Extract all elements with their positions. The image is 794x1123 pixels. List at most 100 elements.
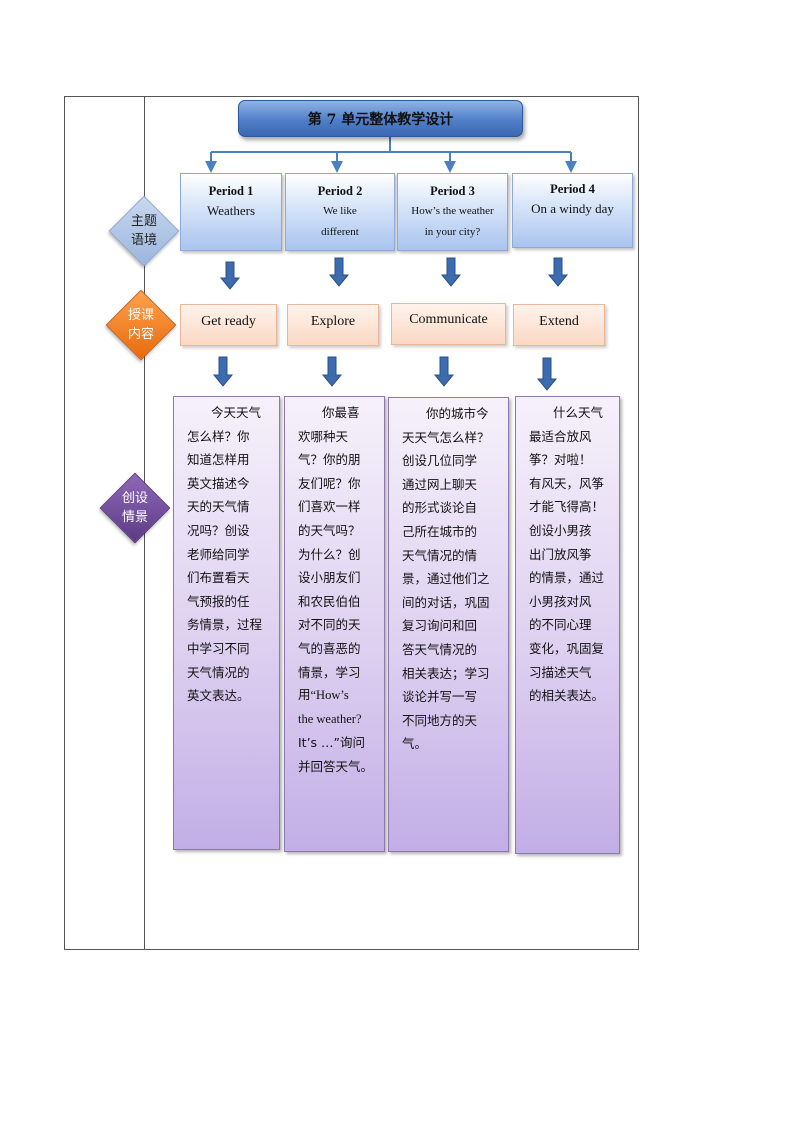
row-label-line: 主题 <box>130 214 157 229</box>
scenario-line: 设小朋友们 <box>298 570 361 586</box>
down-arrow-4b <box>536 357 558 391</box>
scenario-line: 友们呢？你 <box>298 475 361 491</box>
period-name: Period 2 <box>317 184 363 198</box>
scenario-line: 最适合放风 <box>529 428 592 444</box>
content-box-4: Extend <box>513 304 605 346</box>
scenario-line: 们喜欢一样 <box>298 499 361 515</box>
scenario-box-1: 今天天气 怎么样？你 知道怎样用 英文描述今 天的天气情 况吗？创设 老师给同学… <box>173 396 280 850</box>
scenario-line: 们布置看天 <box>187 570 250 586</box>
scenario-line: the weather? <box>298 711 362 726</box>
row-label-line: 创设 <box>121 491 148 506</box>
scenario-box-2: 你最喜 欢哪种天 气？你的朋 友们呢？你 们喜欢一样 的天气吗？ 为什么？创 设… <box>284 396 385 852</box>
period-box-1: Period 1 Weathers <box>180 173 282 251</box>
scenario-line: 今天天气 <box>211 405 262 420</box>
scenario-line: 欢哪种天 <box>298 428 349 444</box>
scenario-line: 并回答天气。 <box>298 758 374 774</box>
period-theme: On a windy day <box>531 201 614 216</box>
period-name: Period 1 <box>208 184 254 198</box>
period-theme: different <box>321 226 359 238</box>
scenario-line: 情景，学习 <box>298 664 361 680</box>
scenario-line: 对不同的天 <box>298 617 361 633</box>
down-arrow-3b <box>433 356 455 387</box>
scenario-line: 知道怎样用 <box>187 452 250 468</box>
scenario-line: 天的天气情 <box>187 499 250 515</box>
scenario-line: 习描述天气 <box>529 664 592 680</box>
scenario-line: 气？你的朋 <box>298 452 361 468</box>
row-label-line: 语境 <box>130 233 157 248</box>
down-arrow-3a <box>440 257 462 287</box>
diagram-title: 第 7 单元整体教学设计 <box>238 100 523 137</box>
scenario-line: 气。 <box>402 736 428 752</box>
period-theme: in your city? <box>424 226 481 238</box>
scenario-line: 的天气吗？ <box>298 522 361 538</box>
scenario-line: 中学习不同 <box>187 640 250 656</box>
scenario-line: 天气情况的情 <box>402 547 478 563</box>
scenario-line: 小男孩对风 <box>529 593 592 609</box>
period-name: Period 3 <box>430 184 475 198</box>
scenario-line: 的形式谈论自 <box>402 500 478 516</box>
scenario-line: 和农民伯伯 <box>298 593 361 609</box>
scenario-line: 天气情况的 <box>187 664 250 680</box>
scenario-line: 天天气怎么样？ <box>402 429 490 445</box>
period-name: Period 4 <box>550 182 595 196</box>
scenario-line: 什么天气 <box>553 405 604 420</box>
scenario-line: 气的喜恶的 <box>298 640 361 656</box>
scenario-line: 通过网上聊天 <box>402 476 478 492</box>
scenario-line: 老师给同学 <box>187 546 250 562</box>
scenario-line: 气预报的任 <box>187 593 250 609</box>
period-theme: How’s the weather <box>411 205 494 217</box>
scenario-line: 变化，巩固复 <box>529 640 605 656</box>
scenario-line: It’s …”询问 <box>298 735 366 751</box>
down-arrow-1b <box>212 356 234 387</box>
period-box-3: Period 3 How’s the weather in your city? <box>397 173 508 251</box>
row-label-line: 情景 <box>121 510 148 525</box>
down-arrow-2b <box>321 356 343 387</box>
scenario-line: 为什么？创 <box>298 546 361 562</box>
content-box-3: Communicate <box>391 303 506 345</box>
outer-table-frame <box>64 96 639 950</box>
row-label-content: 授课 内容 <box>105 289 177 361</box>
scenario-line: 筝？对啦！ <box>529 452 592 468</box>
scenario-line: 出门放风筝 <box>529 546 592 562</box>
scenario-line: 己所在城市的 <box>402 523 478 539</box>
down-arrow-2a <box>328 257 350 287</box>
scenario-line: 怎么样？你 <box>187 428 250 444</box>
branch-connector <box>205 137 577 173</box>
row-label-scenario: 创设 情景 <box>99 472 171 544</box>
period-theme: We like <box>323 205 357 217</box>
scenario-line: 的不同心理 <box>529 617 592 633</box>
scenario-line: 答天气情况的 <box>402 641 478 657</box>
scenario-line: 的情景，通过 <box>529 570 605 586</box>
scenario-line: 创设小男孩 <box>529 522 592 538</box>
scenario-box-3: 你的城市今 天天气怎么样？ 创设几位同学 通过网上聊天 的形式谈论自 己所在城市… <box>388 397 509 852</box>
scenario-line: 创设几位同学 <box>402 453 478 469</box>
scenario-line: 间的对话，巩固 <box>402 594 490 610</box>
scenario-line: 相关表达；学习 <box>402 665 490 681</box>
scenario-line: 你最喜 <box>322 405 360 420</box>
scenario-line: 才能飞得高！ <box>529 499 605 515</box>
scenario-line: 英文表达。 <box>187 688 250 704</box>
period-theme: Weathers <box>206 203 256 218</box>
scenario-line: 景，通过他们之 <box>402 571 490 587</box>
row-label-line: 内容 <box>127 327 154 342</box>
scenario-line: 的相关表达。 <box>529 688 605 704</box>
down-arrow-4a <box>547 257 569 287</box>
row-label-line: 授课 <box>127 308 154 323</box>
scenario-box-4: 什么天气 最适合放风 筝？对啦！ 有风天，风筝 才能飞得高！ 创设小男孩 出门放… <box>515 396 620 854</box>
scenario-line: 你的城市今 <box>426 406 489 421</box>
down-arrow-1a <box>219 261 241 290</box>
scenario-line: 复习询问和回 <box>402 618 478 634</box>
row-label-theme: 主题 语境 <box>108 195 180 267</box>
content-box-2: Explore <box>287 304 379 346</box>
scenario-line: 不同地方的天 <box>402 712 478 728</box>
scenario-line: 务情景，过程 <box>187 617 263 633</box>
scenario-line: 英文描述今 <box>187 475 250 491</box>
content-box-1: Get ready <box>180 304 277 346</box>
scenario-line: 谈论并写一写 <box>402 689 478 705</box>
scenario-line: 况吗？创设 <box>187 522 250 538</box>
period-box-4: Period 4 On a windy day <box>512 173 633 248</box>
period-box-2: Period 2 We like different <box>285 173 395 251</box>
scenario-line: 用“How’s <box>298 688 349 703</box>
scenario-line: 有风天，风筝 <box>529 475 605 491</box>
